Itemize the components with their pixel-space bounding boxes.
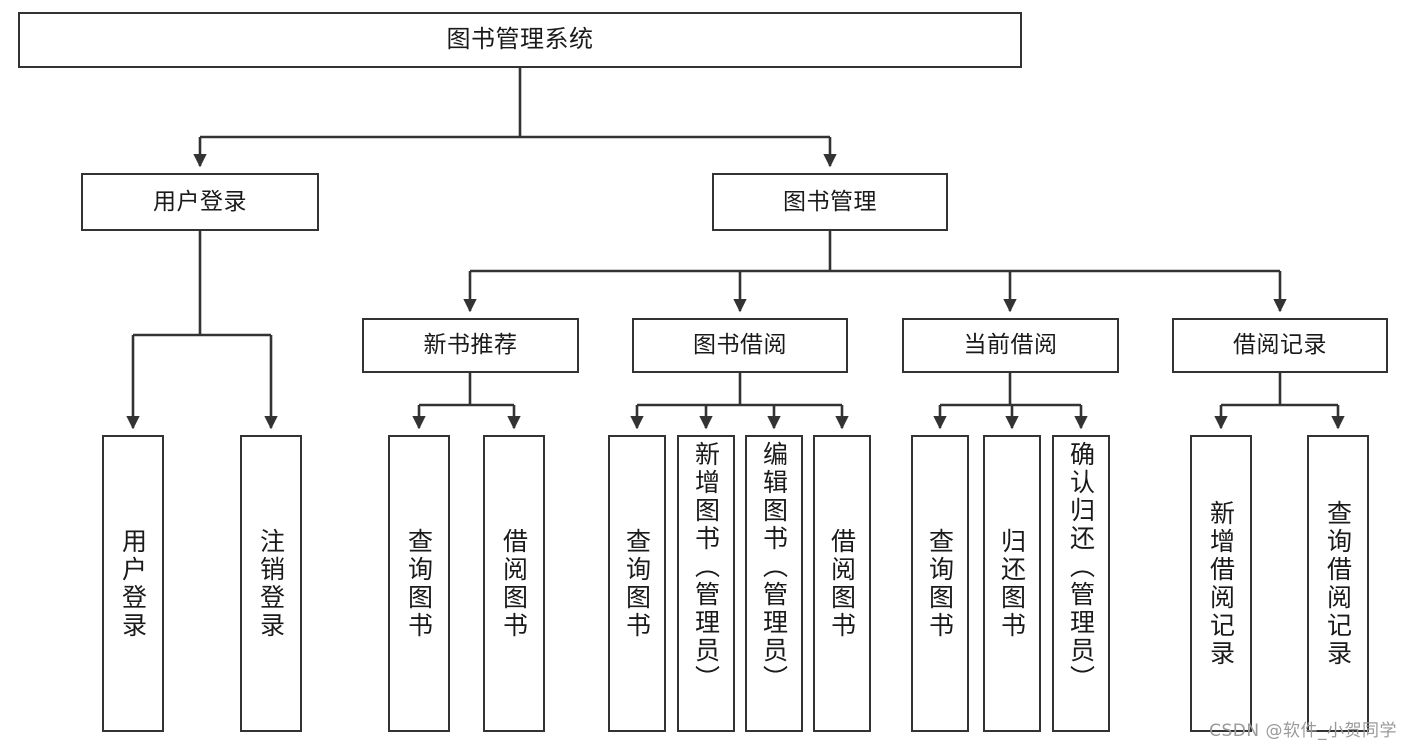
node-leaf-confirm-return-admin[interactable]: 确认归还（管理员） (1052, 435, 1110, 732)
node-leaf-return-book-label: 归还图书 (997, 527, 1027, 640)
node-root[interactable]: 图书管理系统 (18, 12, 1022, 68)
node-book-borrow-label: 图书借阅 (693, 332, 787, 359)
node-root-label: 图书管理系统 (446, 25, 594, 54)
node-book-borrow[interactable]: 图书借阅 (632, 318, 848, 373)
node-leaf-query-book-2-label: 查询图书 (622, 527, 652, 640)
node-leaf-add-borrow-record-label: 新增借阅记录 (1206, 499, 1236, 668)
node-current-borrow-label: 当前借阅 (963, 332, 1058, 359)
node-leaf-return-book[interactable]: 归还图书 (983, 435, 1041, 732)
node-leaf-borrow-book-1[interactable]: 借阅图书 (483, 435, 545, 732)
node-new-book-recommend-label: 新书推荐 (423, 332, 518, 359)
node-leaf-borrow-book-2[interactable]: 借阅图书 (813, 435, 871, 732)
node-leaf-query-book-2[interactable]: 查询图书 (608, 435, 666, 732)
node-leaf-edit-book-admin-label: 编辑图书（管理员） (759, 441, 789, 693)
node-borrow-record-label: 借阅记录 (1233, 332, 1327, 359)
node-leaf-query-book-3[interactable]: 查询图书 (911, 435, 969, 732)
node-user-login[interactable]: 用户登录 (81, 173, 319, 231)
node-new-book-recommend[interactable]: 新书推荐 (362, 318, 579, 373)
node-leaf-query-book-3-label: 查询图书 (925, 527, 955, 640)
node-leaf-add-borrow-record[interactable]: 新增借阅记录 (1190, 435, 1252, 732)
node-leaf-add-book-admin-label: 新增图书（管理员） (691, 441, 721, 693)
node-leaf-logout-login[interactable]: 注销登录 (240, 435, 302, 732)
node-borrow-record[interactable]: 借阅记录 (1172, 318, 1388, 373)
node-book-management[interactable]: 图书管理 (712, 173, 948, 231)
node-leaf-query-borrow-record[interactable]: 查询借阅记录 (1307, 435, 1369, 732)
node-leaf-query-book-1-label: 查询图书 (404, 527, 434, 640)
node-leaf-query-book-1[interactable]: 查询图书 (388, 435, 450, 732)
node-leaf-borrow-book-2-label: 借阅图书 (827, 527, 857, 640)
node-leaf-logout-login-label: 注销登录 (256, 527, 286, 640)
node-leaf-edit-book-admin[interactable]: 编辑图书（管理员） (745, 435, 803, 732)
node-book-management-label: 图书管理 (783, 188, 877, 215)
node-leaf-confirm-return-admin-label: 确认归还（管理员） (1066, 441, 1096, 693)
node-leaf-borrow-book-1-label: 借阅图书 (499, 527, 529, 640)
watermark-label: CSDN @软件_小贺同学 (1209, 721, 1397, 741)
node-current-borrow[interactable]: 当前借阅 (902, 318, 1119, 373)
node-leaf-user-login-label: 用户登录 (118, 527, 148, 640)
node-leaf-add-book-admin[interactable]: 新增图书（管理员） (677, 435, 735, 732)
node-leaf-user-login[interactable]: 用户登录 (102, 435, 164, 732)
node-leaf-query-borrow-record-label: 查询借阅记录 (1323, 499, 1353, 668)
node-user-login-label: 用户登录 (153, 188, 247, 215)
